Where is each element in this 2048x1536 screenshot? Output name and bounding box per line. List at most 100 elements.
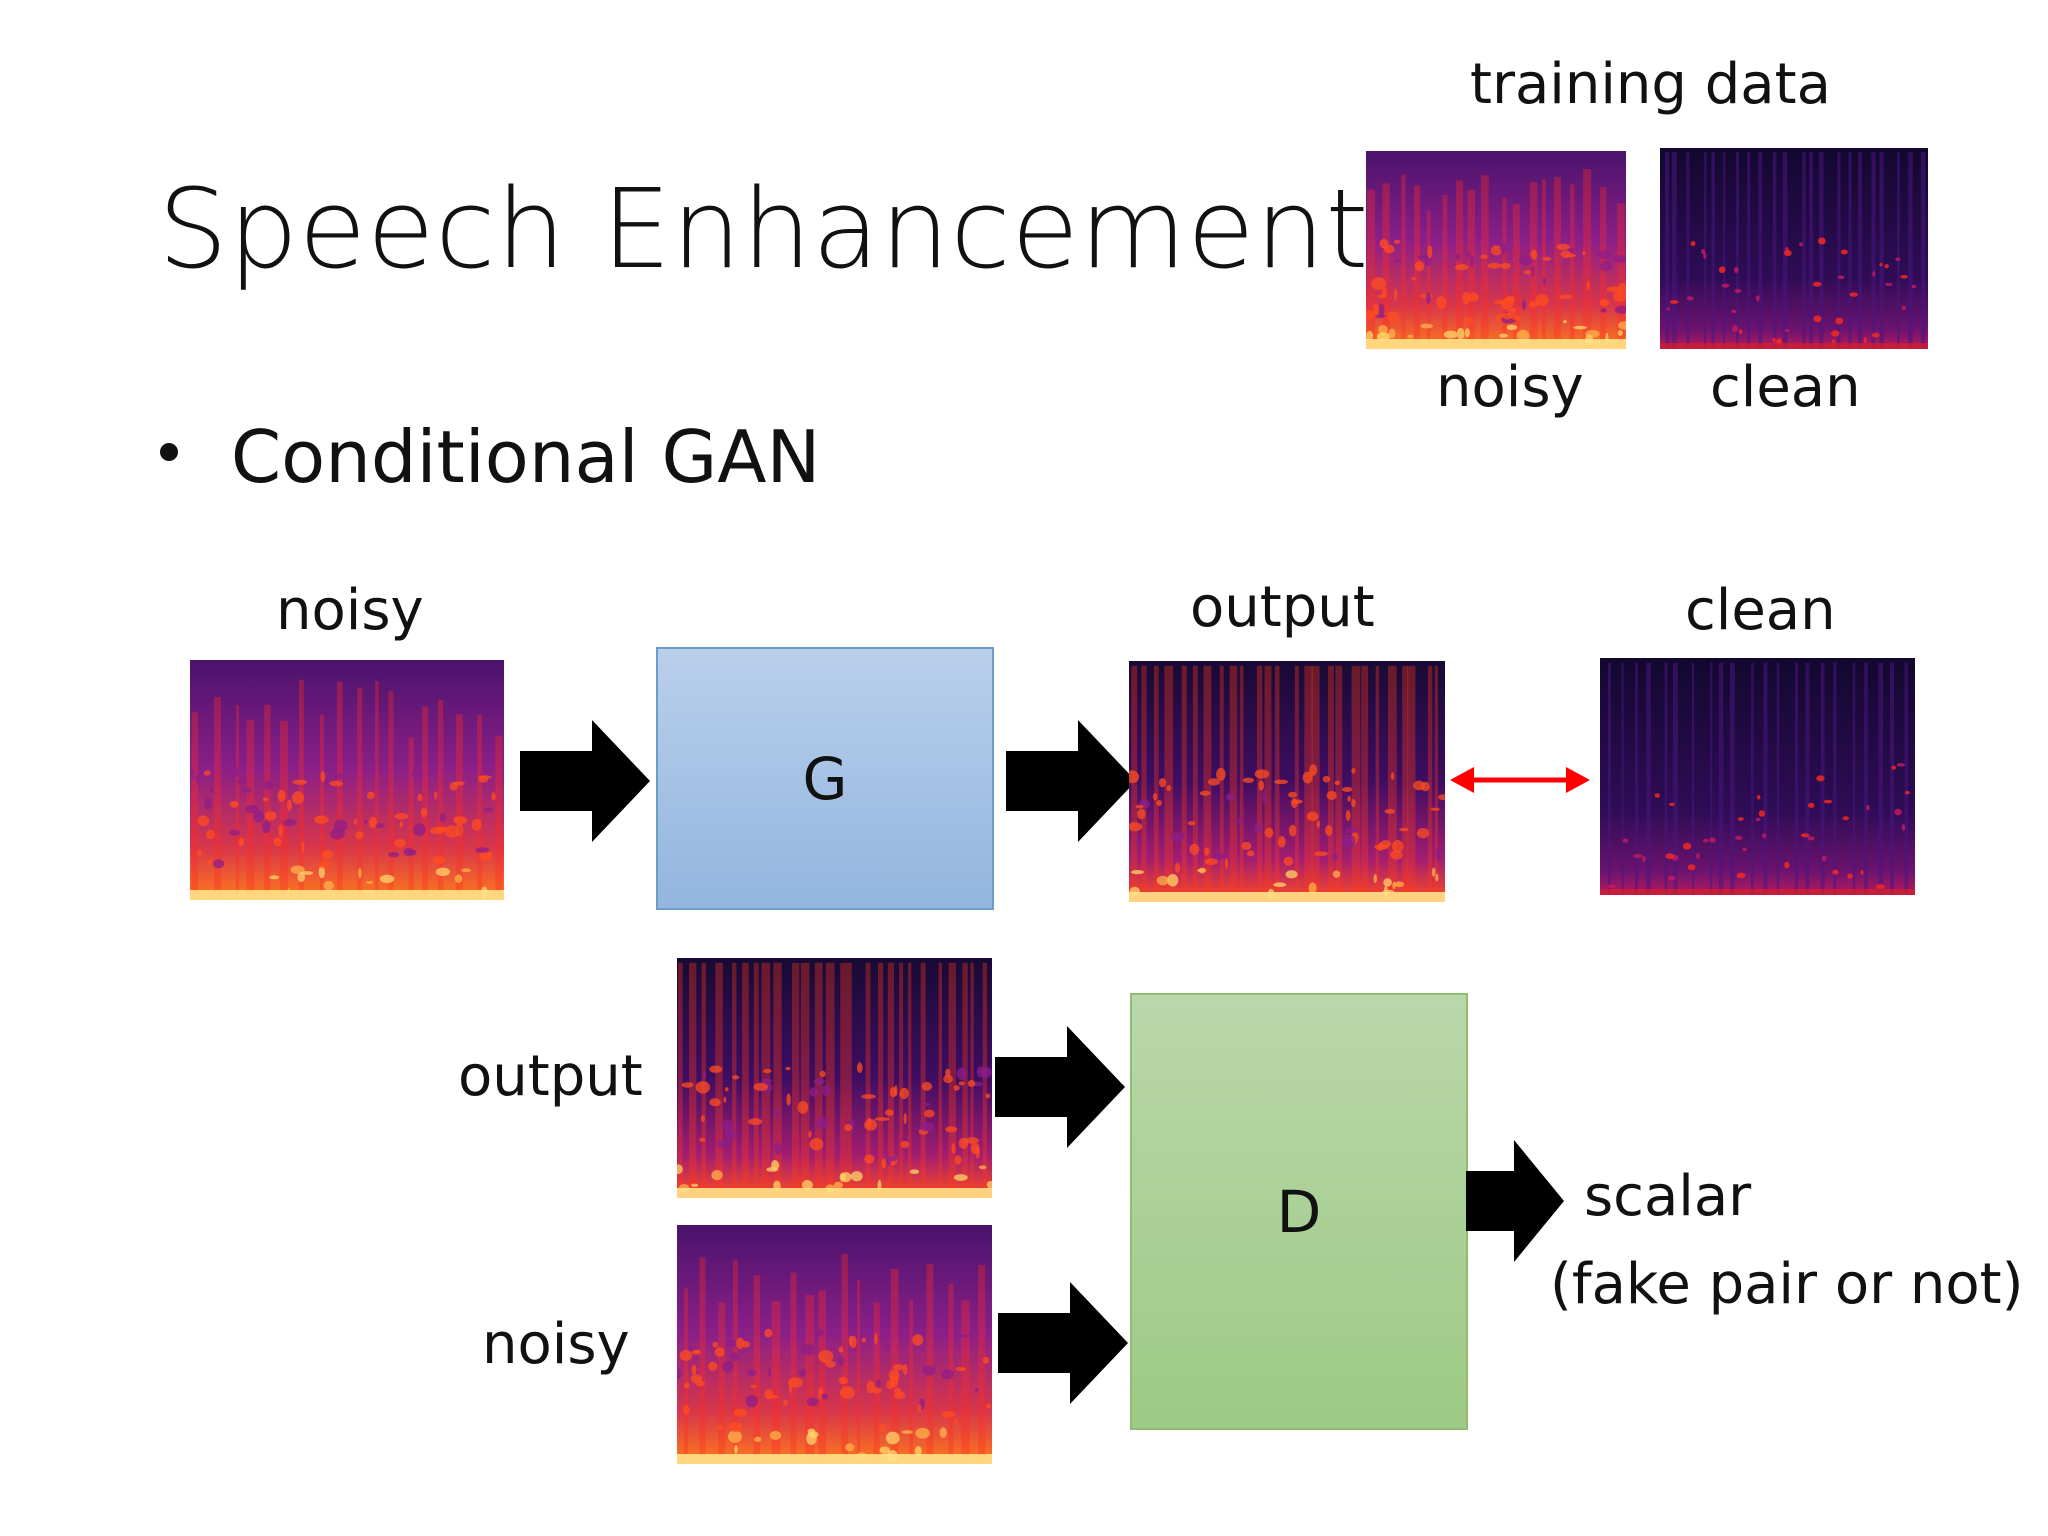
- spectrogram-energy-blob: [1530, 265, 1535, 277]
- spectrogram-stripe: [753, 1275, 761, 1464]
- spectrogram-energy-blob: [821, 1393, 829, 1400]
- spectrogram-stripe: [773, 962, 782, 1198]
- spectrogram-energy-blob: [1511, 315, 1522, 321]
- spectrogram-energy-blob: [965, 1137, 980, 1144]
- spectrogram-energy-blob: [914, 1445, 922, 1456]
- spectrogram-energy-blob: [1204, 847, 1210, 856]
- spectrogram-energy-blob: [747, 1368, 757, 1377]
- spectrogram-energy-blob: [1617, 330, 1623, 337]
- spectrogram-stripe: [938, 962, 943, 1198]
- spectrogram-stripe: [753, 962, 759, 1198]
- spectrogram-energy-blob: [721, 1120, 735, 1131]
- spectrogram-energy-blob: [253, 810, 265, 823]
- spectrogram-stripe: [1553, 177, 1561, 349]
- spectrogram-energy-blob: [924, 1109, 935, 1118]
- spectrogram-energy-blob: [1347, 795, 1351, 802]
- spectrogram-stripe: [1665, 152, 1670, 349]
- spectrogram-stripe: [1407, 665, 1416, 902]
- spectrogram-energy-blob: [892, 1364, 905, 1371]
- spectrogram-energy-blob: [941, 1369, 954, 1380]
- spectrogram-energy-blob: [1614, 305, 1626, 315]
- spectrogram-stripe: [742, 962, 749, 1198]
- spectrogram-energy-blob: [1690, 241, 1696, 247]
- spectrogram-energy-blob: [954, 1155, 962, 1165]
- spectrogram-stripe: [1795, 662, 1799, 895]
- spectrogram-energy-blob: [1414, 261, 1425, 272]
- spectrogram-energy-blob: [1783, 250, 1792, 257]
- spectrogram-energy-blob: [411, 767, 424, 779]
- spectrogram-energy-blob: [1435, 848, 1441, 861]
- spectrogram-stripe: [1920, 152, 1926, 349]
- spectrogram-energy-blob: [1381, 287, 1387, 298]
- spectrogram-stripe: [800, 962, 810, 1198]
- spectrogram-energy-blob: [329, 780, 343, 787]
- spectrogram-energy-blob: [1737, 817, 1744, 821]
- spectrogram-energy-blob: [1901, 305, 1906, 311]
- spectrogram-energy-blob: [769, 1430, 782, 1441]
- spectrogram-energy-blob: [945, 1068, 951, 1077]
- spectrogram-energy-blob: [741, 1341, 751, 1348]
- spectrogram-energy-blob: [475, 847, 490, 853]
- spectrogram-energy-blob: [754, 1436, 762, 1443]
- spectrogram-energy-blob: [1322, 775, 1331, 783]
- spectrogram-stripe: [732, 1260, 739, 1464]
- spectrogram-energy-blob: [434, 826, 450, 832]
- spectrogram-energy-blob: [864, 1119, 878, 1131]
- spectrogram-energy-blob: [1469, 255, 1475, 267]
- spectrogram-energy-blob: [808, 1130, 812, 1138]
- spectrogram-graphic: [1366, 151, 1626, 349]
- spectrogram-baseline: [677, 1188, 992, 1198]
- spectrogram-energy-blob: [1130, 870, 1144, 875]
- spectrogram-energy-blob: [1742, 847, 1747, 852]
- spectrogram-baseline: [1366, 339, 1626, 349]
- spectrogram-stripe: [1351, 665, 1361, 902]
- spectrogram-energy-blob: [1799, 242, 1803, 247]
- spectrogram-energy-blob: [1518, 254, 1534, 266]
- spectrogram-energy-blob: [733, 1408, 748, 1417]
- spectrogram-energy-blob: [1522, 299, 1527, 310]
- spectrogram-energy-blob: [1831, 330, 1840, 337]
- spectrogram-energy-blob: [1876, 884, 1885, 890]
- spectrogram-energy-blob: [1390, 772, 1395, 780]
- spectrogram-stripe: [1747, 152, 1751, 349]
- spectrogram-energy-blob: [1334, 780, 1341, 786]
- spectrogram-energy-blob: [1204, 858, 1218, 865]
- spectrogram-energy-blob: [1135, 804, 1144, 809]
- spectrogram-energy-blob: [1669, 802, 1675, 806]
- spectrogram-energy-blob: [1895, 257, 1901, 262]
- spectrogram-energy-blob: [353, 818, 358, 825]
- spectrogram-energy-blob: [677, 1331, 681, 1344]
- spectrogram-stripe: [375, 681, 379, 900]
- spectrogram-stripe: [1621, 662, 1624, 895]
- spectrogram-baseline: [1129, 892, 1445, 902]
- spectrogram-stripe: [1617, 203, 1625, 349]
- spectrogram-energy-blob: [1326, 790, 1337, 800]
- spectrogram-energy-blob: [978, 1165, 987, 1170]
- spectrogram-energy-blob: [1462, 291, 1470, 305]
- spectrogram-energy-blob: [764, 1328, 773, 1338]
- spectrogram-stripe: [1889, 662, 1895, 895]
- spectrogram-energy-blob: [1613, 290, 1626, 302]
- spectrogram-energy-blob: [1372, 303, 1380, 316]
- spectrogram-energy-blob: [1821, 855, 1827, 862]
- spectrogram-stripe: [1434, 665, 1438, 902]
- spectrogram-energy-blob: [679, 1350, 693, 1361]
- generator-target-spectrogram: [1600, 658, 1915, 895]
- spectrogram-energy-blob: [1542, 256, 1552, 261]
- spectrogram-energy-blob: [883, 1344, 891, 1352]
- spectrogram-energy-blob: [1198, 867, 1206, 874]
- spectrogram-energy-blob: [1393, 258, 1402, 263]
- spectrogram-energy-blob: [1156, 875, 1170, 886]
- spectrogram-stripe: [388, 691, 394, 900]
- spectrogram-energy-blob: [1696, 852, 1700, 859]
- spectrogram-energy-blob: [986, 1404, 992, 1409]
- spectrogram-energy-blob: [1242, 777, 1255, 783]
- spectrogram-energy-blob: [363, 819, 368, 824]
- spectrogram-energy-blob: [1622, 838, 1629, 843]
- spectrogram-stripe: [477, 714, 483, 900]
- spectrogram-graphic: [677, 1225, 992, 1464]
- spectrogram-energy-blob: [1407, 334, 1414, 339]
- spectrogram-stripe: [1671, 152, 1677, 349]
- spectrogram-stripe: [1718, 662, 1724, 895]
- spectrogram-energy-blob: [1135, 835, 1141, 847]
